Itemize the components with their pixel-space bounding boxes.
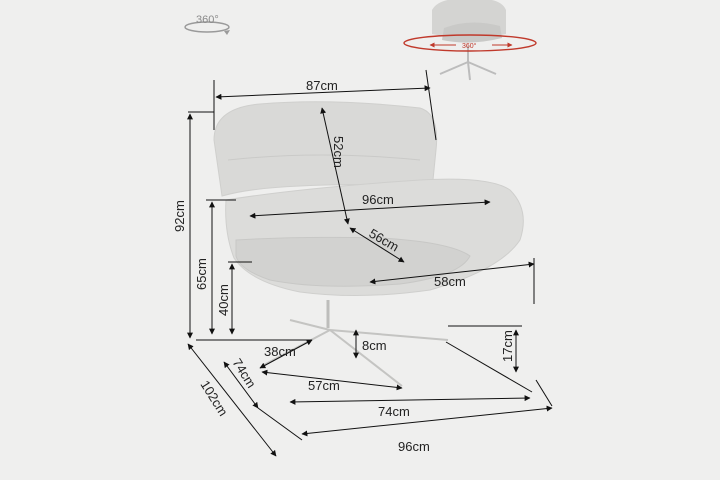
label-base-side: 74cm [229,356,259,391]
label-arm-width: 96cm [362,192,394,207]
swivel-preview-icon: 360° [403,0,537,81]
dimension-lines [187,69,553,457]
label-base-span: 57cm [308,378,340,393]
label-base-leg: 38cm [264,344,296,359]
label-base-depth: 74cm [378,404,410,419]
label-seat-width: 58cm [434,274,466,289]
label-width-top: 87cm [306,78,338,93]
rotate-360-icon: 360° [184,14,230,35]
label-side-depth: 102cm [197,378,230,419]
label-total-height: 92cm [172,200,187,232]
label-bottom-width: 96cm [398,439,430,454]
label-base-height: 8cm [362,338,387,353]
label-clearance: 17cm [500,330,515,362]
label-back-height: 52cm [331,136,346,168]
rotate-label: 360° [196,14,219,26]
label-seat-height: 40cm [216,284,231,316]
rotate-label-red: 360° [462,42,477,50]
label-arm-height: 65cm [194,258,209,290]
